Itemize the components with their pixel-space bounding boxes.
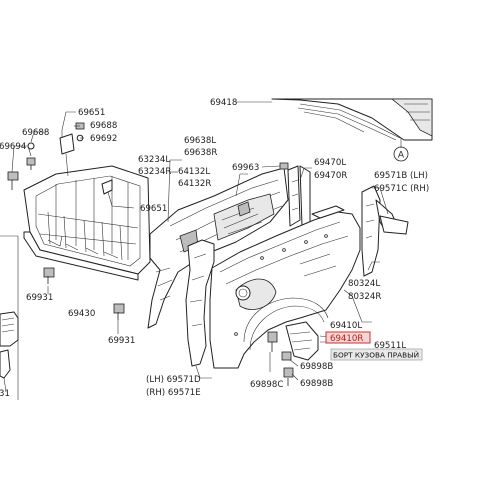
callout-69638r[interactable]: 69638R — [184, 148, 217, 158]
callout-69418[interactable]: 69418 — [210, 98, 237, 108]
callout-64132l[interactable]: 64132L — [178, 167, 210, 177]
callout-69651-top[interactable]: 69651 — [78, 108, 105, 118]
cargo-rack — [23, 133, 151, 281]
callout-63234l[interactable]: 63234L — [138, 155, 170, 165]
callout-69410l[interactable]: 69410L — [330, 321, 362, 331]
callout-labels[interactable]: 69651 69688 69688 69692 69694 69418 6963… — [0, 98, 429, 399]
callout-69571c[interactable]: 69571C (RH) — [374, 184, 429, 194]
callout-31-cropped[interactable]: 31 — [0, 389, 10, 399]
callout-69898c[interactable]: 69898C — [250, 380, 283, 390]
callout-69898b-a[interactable]: 69898B — [300, 362, 333, 372]
section-marker-label: A — [398, 151, 405, 161]
callout-80324l[interactable]: 80324L — [348, 279, 380, 289]
outer-body-side-panel — [209, 205, 361, 369]
callout-69688-a[interactable]: 69688 — [90, 121, 117, 131]
callout-69651-mid[interactable]: 69651 — [140, 204, 167, 214]
callout-69898b-b[interactable]: 69898B — [300, 379, 333, 389]
callout-69692[interactable]: 69692 — [90, 134, 117, 144]
mud-flap — [285, 321, 319, 361]
callout-69571e[interactable]: (RH) 69571E — [146, 388, 201, 398]
callout-69688-b[interactable]: 69688 — [22, 128, 49, 138]
callout-69470r[interactable]: 69470R — [314, 171, 347, 181]
callout-69470l[interactable]: 69470L — [314, 158, 346, 168]
tailgate-part — [271, 98, 433, 141]
callout-69430[interactable]: 69430 — [68, 309, 95, 319]
callout-80324r[interactable]: 80324R — [348, 292, 381, 302]
tooltip-background — [330, 348, 423, 361]
callout-69931-right[interactable]: 69931 — [108, 336, 135, 346]
fasteners — [7, 122, 294, 386]
highlight-box — [325, 331, 371, 344]
callout-64132r[interactable]: 64132R — [178, 179, 211, 189]
callout-69638l[interactable]: 69638L — [184, 136, 216, 146]
callout-69571b[interactable]: 69571B (LH) — [374, 171, 428, 181]
callout-69571d[interactable]: (LH) 69571D — [146, 375, 201, 385]
pillar-brackets — [287, 165, 409, 277]
callout-69931-left[interactable]: 69931 — [26, 293, 53, 303]
callout-69963[interactable]: 69963 — [232, 163, 259, 173]
callout-69410r[interactable]: 69410R — [330, 334, 363, 344]
callout-63234r[interactable]: 63234R — [138, 167, 171, 177]
tooltip: БОРТ КУЗОВА ПРАВЫЙ — [330, 348, 423, 361]
section-marker-a: A — [393, 146, 409, 162]
tooltip-text: БОРТ КУЗОВА ПРАВЫЙ — [333, 351, 419, 360]
wheel-arch-liner — [185, 239, 215, 367]
callout-69511l[interactable]: 69511L — [374, 341, 406, 351]
left-edge-parts — [0, 235, 19, 400]
callout-69694[interactable]: 69694 — [0, 142, 26, 152]
